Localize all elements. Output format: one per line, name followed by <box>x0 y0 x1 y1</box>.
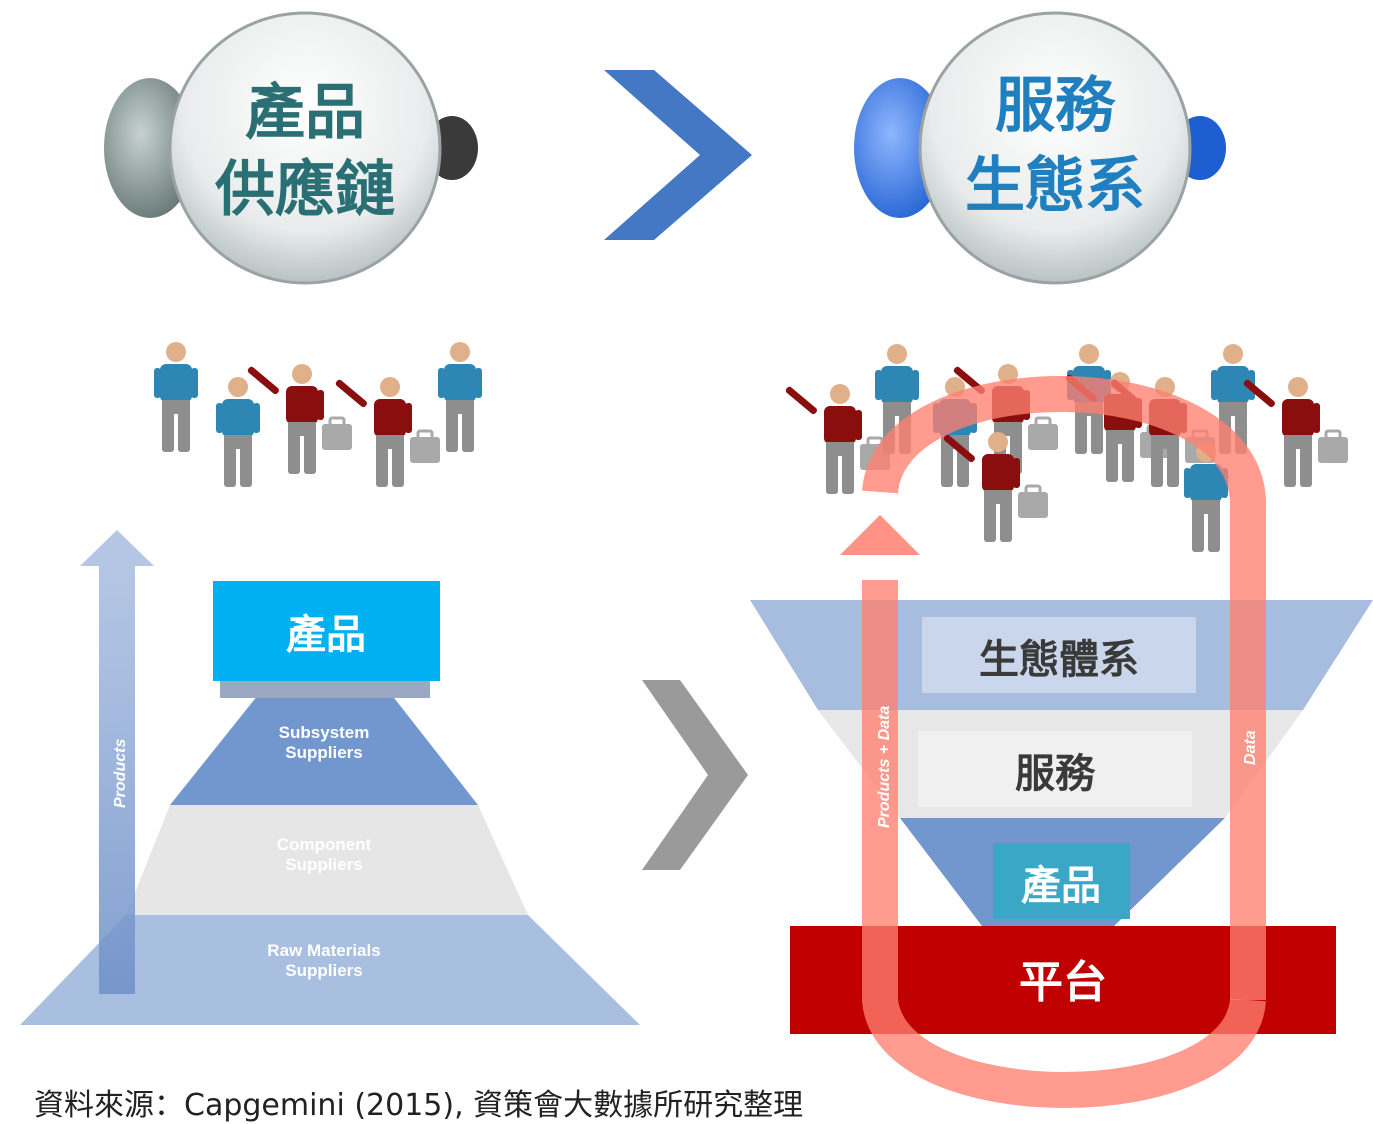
products-data-label: Products + Data <box>876 706 893 828</box>
data-label: Data <box>1242 730 1259 765</box>
service-box <box>918 731 1192 807</box>
pyramid-tier2 <box>126 805 528 915</box>
products-arrow-label: Products <box>112 739 129 808</box>
tier3-line2: Suppliers <box>285 961 362 980</box>
platform-label: 平台 <box>1019 957 1107 1008</box>
products-up-arrow <box>80 530 154 994</box>
right-bubble-line1: 服務 <box>995 71 1116 141</box>
funnel-product-box <box>993 843 1130 919</box>
service-ecosystem-bubble: 服務 生態系 <box>854 11 1226 285</box>
loop-arrowhead <box>840 515 920 555</box>
tier1-line2: Suppliers <box>285 743 362 762</box>
person-with-briefcase-icon <box>245 362 354 476</box>
pyramid-product-label: 產品 <box>286 612 366 658</box>
tier3-line1: Raw Materials <box>267 941 380 960</box>
pyramid-tier1 <box>170 680 478 805</box>
supplier-pyramid: 產品 Subsystem Suppliers Component Supplie… <box>20 530 640 1025</box>
ecosystem-box <box>922 617 1196 693</box>
service-label: 服務 <box>1015 751 1096 797</box>
tier2-line1: Component <box>277 835 372 854</box>
person-blue-icon <box>216 377 260 487</box>
ecosystem-label: 生態體系 <box>979 637 1139 683</box>
left-bubble-line2: 供應鏈 <box>215 155 395 225</box>
product-supply-chain-bubble: 產品 供應鏈 <box>104 11 478 285</box>
pyramid-tier3 <box>20 915 640 1025</box>
pyramid-product-box <box>213 581 440 681</box>
left-bubble-line1: 產品 <box>245 78 365 148</box>
source-citation: 資料來源：Capgemini (2015), 資策會大數據所研究整理 <box>34 1088 804 1123</box>
tier2-line2: Suppliers <box>285 855 362 874</box>
tier1-line1: Subsystem <box>279 723 370 742</box>
funnel-product-label: 產品 <box>1021 863 1101 909</box>
right-bubble-line2: 生態系 <box>965 151 1145 221</box>
left-people-group <box>154 342 482 489</box>
bottom-chevron-arrow <box>642 680 748 870</box>
person-blue-icon <box>154 342 198 452</box>
ecosystem-funnel: 生態體系 服務 產品 <box>750 600 1373 930</box>
person-blue-icon <box>438 342 482 452</box>
data-loop-arrow <box>862 376 1266 1108</box>
top-chevron-arrow <box>604 70 752 240</box>
